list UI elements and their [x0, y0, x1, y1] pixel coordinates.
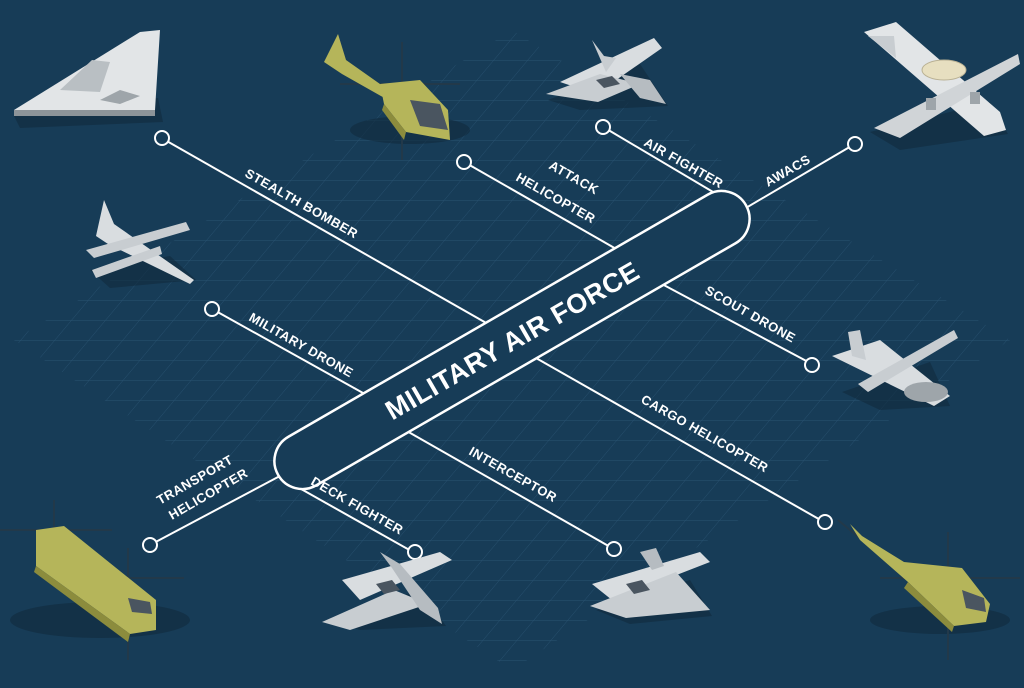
dot-attack-helicopter — [457, 155, 471, 169]
awacs-icon — [864, 22, 1020, 150]
transport-helicopter-icon — [0, 500, 190, 660]
dot-stealth-bomber — [155, 131, 169, 145]
dot-military-drone — [205, 302, 219, 316]
stealth-bomber-icon — [14, 30, 163, 128]
dot-interceptor — [607, 542, 621, 556]
dot-cargo-helicopter — [818, 515, 832, 529]
dot-air-fighter — [596, 120, 610, 134]
cargo-helicopter-icon — [838, 520, 1020, 660]
dot-deck-fighter — [408, 545, 422, 559]
dot-scout-drone — [805, 358, 819, 372]
dot-awacs — [848, 137, 862, 151]
dot-transport-helicopter — [143, 538, 157, 552]
